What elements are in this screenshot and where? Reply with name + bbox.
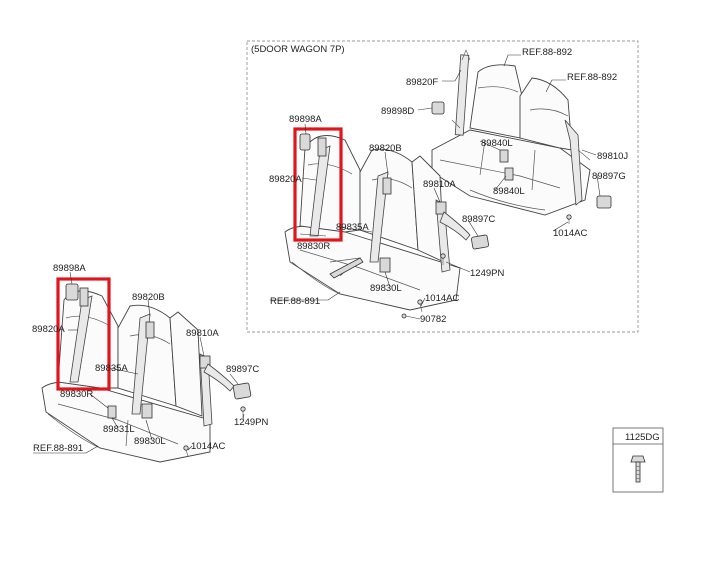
bolt-callout-box: 1125DG [612, 427, 664, 493]
label-90782: 90782 [420, 314, 446, 325]
label-89898a-main: 89898A [53, 263, 86, 274]
third-row-belts [431, 49, 612, 224]
label-ref-88-891-wagon: REF.88-891 [270, 296, 320, 307]
label-ref-88-892-a: REF.88-892 [522, 47, 572, 58]
label-89835a-main: 89835A [95, 363, 128, 374]
label-89840l-b: 89840L [493, 186, 525, 197]
label-89835a-wagon: 89835A [336, 222, 369, 233]
label-89810a-wagon: 89810A [423, 179, 456, 190]
label-89820f: 89820F [406, 77, 438, 88]
label-89820a-wagon: 89820A [269, 174, 302, 185]
label-1249pn-main: 1249PN [234, 417, 268, 428]
wagon-variant-frame [246, 40, 639, 333]
highlight-89820a-wagon [293, 127, 343, 242]
label-1014ac-third: 1014AC [553, 228, 587, 239]
label-89820b-wagon: 89820B [369, 143, 402, 154]
main-second-row-seat [41, 290, 211, 463]
label-89898d: 89898D [381, 106, 414, 117]
label-89897c-main: 89897C [226, 364, 259, 375]
label-89810j: 89810J [597, 151, 628, 162]
bolt-part-number: 1125DG [625, 432, 660, 443]
label-ref-88-891-main: REF.88-891 [33, 443, 83, 454]
label-89840l-a: 89840L [481, 138, 513, 149]
label-89830r-wagon: 89830R [297, 241, 330, 252]
wagon-belts [299, 133, 490, 319]
label-1249pn-wagon: 1249PN [470, 268, 504, 279]
label-89820a-main: 89820A [32, 324, 65, 335]
label-89830l-main: 89830L [134, 436, 166, 447]
label-89897g: 89897G [592, 171, 626, 182]
label-89898a-wagon: 89898A [289, 114, 322, 125]
wagon-leader-lines [270, 54, 601, 320]
label-89830l-wagon: 89830L [370, 283, 402, 294]
label-89810a-main: 89810A [186, 328, 219, 339]
highlight-89820a-main [56, 277, 111, 391]
label-89820b-main: 89820B [132, 292, 165, 303]
label-1014ac-wagon: 1014AC [425, 293, 459, 304]
label-89897c-wagon: 89897C [462, 214, 495, 225]
wagon-variant-title: (5DOOR WAGON 7P) [251, 44, 345, 55]
label-89831l: 89831L [103, 424, 135, 435]
bolt-icon [630, 455, 646, 483]
label-ref-88-892-b: REF.88-892 [567, 72, 617, 83]
main-belts [65, 283, 252, 457]
main-leader-lines [33, 271, 245, 454]
label-89830r-main: 89830R [60, 389, 93, 400]
label-1014ac-main: 1014AC [191, 441, 225, 452]
